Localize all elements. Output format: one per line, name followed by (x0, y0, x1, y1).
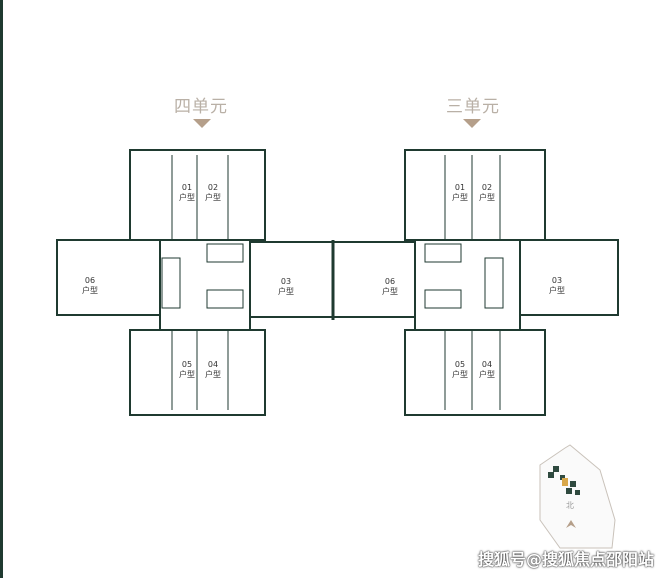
plan-element (562, 478, 568, 486)
site-map (539, 444, 616, 549)
plan-element (206, 289, 244, 309)
plan-element (539, 444, 616, 549)
plan-element (575, 490, 580, 495)
unit-4-type-02-label: 户型 (205, 192, 221, 202)
plan-element (548, 466, 580, 495)
unit-3-type-03-label: 户型 (549, 285, 565, 295)
unit-3-type-04-label: 户型 (479, 369, 495, 379)
unit-3-type-01-label: 户型 (452, 192, 468, 202)
unit-3-bottom-wing (404, 329, 546, 416)
plan-element (56, 149, 619, 416)
unit-3-type-01-num: 01 (455, 183, 465, 192)
unit-3-title: 三单元 (446, 97, 500, 117)
watermark: 搜狐号@搜狐焦点邵阳站 (478, 550, 655, 569)
unit-3-right-wing (519, 239, 619, 316)
left-border (0, 0, 3, 578)
north-arrow-icon (566, 520, 576, 528)
unit-3-core (414, 239, 521, 331)
unit-4-left-wing (56, 239, 161, 316)
unit-4-type-01-num: 01 (182, 183, 192, 192)
unit-4-type-04-label: 户型 (205, 369, 221, 379)
unit-3-type-02-label: 户型 (479, 192, 495, 202)
unit-4-type-06-num: 06 (85, 276, 95, 285)
plan-element (548, 472, 554, 478)
unit-3-type-04-num: 04 (482, 360, 492, 369)
unit-4-type-05-label: 户型 (179, 369, 195, 379)
plan-element (560, 475, 565, 480)
unit-3-type-03-num: 03 (552, 276, 562, 285)
plan-element (161, 257, 181, 309)
unit-3-arrow-icon (463, 119, 481, 128)
unit-3-type-06-num: 06 (385, 277, 395, 286)
plan-element (161, 155, 504, 410)
unit-3-type-05-label: 户型 (452, 369, 468, 379)
unit-3-top-wing (404, 149, 546, 241)
unit-4-type-05-num: 05 (182, 360, 192, 369)
north-label: 北 (566, 501, 574, 510)
unit-3-type-06-label: 户型 (382, 286, 398, 296)
unit-3-type-05-num: 05 (455, 360, 465, 369)
unit-4-type-03-label: 户型 (278, 286, 294, 296)
plan-element (424, 289, 462, 309)
plan-element (206, 243, 244, 263)
unit-4-core (159, 239, 251, 331)
plan-element (424, 243, 462, 263)
unit-4-arrow-icon (193, 119, 211, 128)
plan-element (484, 257, 504, 309)
unit-4-type-03-num: 03 (281, 277, 291, 286)
plan-element (553, 466, 559, 472)
unit-4-type-02-num: 02 (208, 183, 218, 192)
plan-element (570, 481, 576, 487)
unit-4-type-04-num: 04 (208, 360, 218, 369)
unit-4-type-06-label: 户型 (82, 285, 98, 295)
unit-3-type-02-num: 02 (482, 183, 492, 192)
unit-4-title: 四单元 (174, 97, 228, 117)
plan-element (566, 488, 572, 494)
unit-4-type-01-label: 户型 (179, 192, 195, 202)
